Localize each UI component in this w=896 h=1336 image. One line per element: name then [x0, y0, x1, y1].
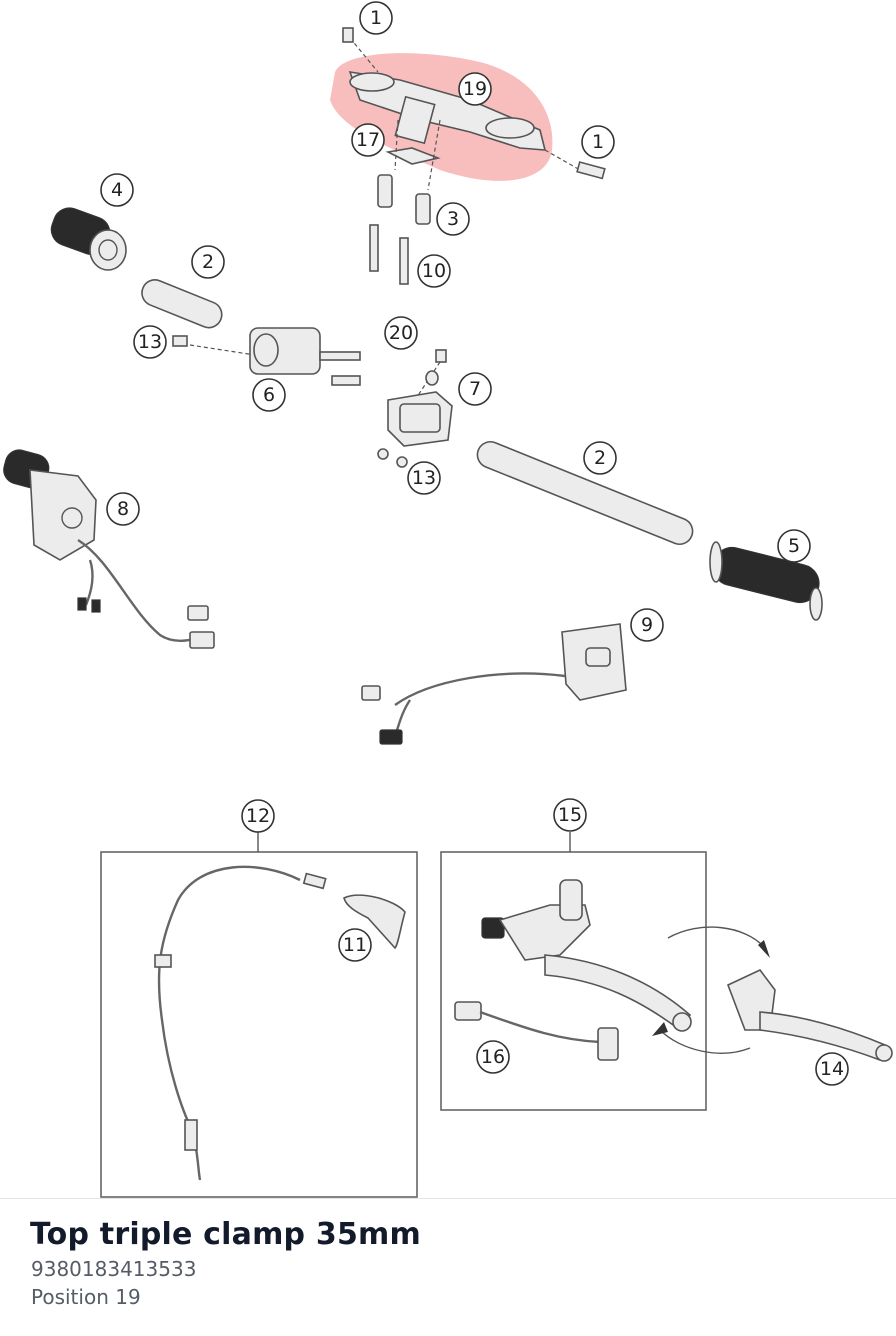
svg-text:14: 14 — [820, 1058, 844, 1080]
callout-6[interactable]: 6 — [252, 378, 286, 412]
bolt-10a — [369, 224, 379, 272]
svg-text:5: 5 — [788, 535, 800, 557]
part-position: Position 19 — [31, 1285, 141, 1309]
handlebar-2b — [476, 440, 694, 546]
svg-text:13: 13 — [412, 467, 436, 489]
svg-text:1: 1 — [592, 131, 604, 153]
svg-text:6: 6 — [263, 384, 275, 406]
box-15 — [440, 851, 707, 1111]
lever-14[interactable] — [726, 968, 893, 1062]
part-title: Top triple clamp 35mm — [30, 1217, 421, 1252]
callout-17[interactable]: 17 — [351, 123, 385, 157]
switch-16[interactable] — [454, 1001, 619, 1061]
bolt-10b — [399, 237, 409, 285]
callout-15[interactable]: 15 — [553, 798, 587, 832]
box-12 — [100, 851, 418, 1198]
callout-1a[interactable]: 1 — [359, 1, 393, 35]
nut-13b-b — [396, 456, 408, 468]
svg-text:10: 10 — [422, 260, 446, 282]
svg-text:7: 7 — [469, 378, 481, 400]
nut-13b-a — [377, 448, 389, 460]
cover-11[interactable] — [343, 894, 406, 950]
part-number: 9380183413533 — [31, 1257, 197, 1281]
plate-17 — [385, 147, 441, 165]
bar-end-2a — [141, 279, 223, 329]
svg-text:2: 2 — [594, 447, 606, 469]
callout-12[interactable]: 12 — [241, 799, 275, 833]
nut-13a — [172, 335, 188, 347]
svg-text:4: 4 — [111, 179, 123, 201]
callout-7[interactable]: 7 — [458, 372, 492, 406]
clamp-7[interactable] — [387, 391, 453, 447]
throttle-grip-4[interactable] — [47, 204, 127, 271]
callout-13b[interactable]: 13 — [407, 461, 441, 495]
triple-clamp-part[interactable] — [348, 37, 581, 171]
svg-text:17: 17 — [356, 129, 380, 151]
svg-text:11: 11 — [343, 934, 367, 956]
callout-2a[interactable]: 2 — [191, 245, 225, 279]
callout-5[interactable]: 5 — [777, 529, 811, 563]
clutch-lever-15[interactable] — [481, 879, 692, 1032]
callout-20[interactable]: 20 — [384, 316, 418, 350]
callout-1b[interactable]: 1 — [581, 125, 615, 159]
callout-10[interactable]: 10 — [417, 254, 451, 288]
grip-5[interactable] — [709, 541, 823, 621]
svg-text:15: 15 — [558, 804, 582, 826]
svg-text:19: 19 — [463, 78, 487, 100]
svg-text:9: 9 — [641, 614, 653, 636]
svg-text:3: 3 — [447, 208, 459, 230]
callout-16[interactable]: 16 — [476, 1040, 510, 1074]
svg-text:12: 12 — [246, 805, 270, 827]
svg-text:20: 20 — [389, 322, 413, 344]
callout-14[interactable]: 14 — [815, 1052, 849, 1086]
svg-text:8: 8 — [117, 498, 129, 520]
callout-19[interactable]: 19 — [458, 72, 492, 106]
arrow-upper — [667, 926, 766, 949]
bolt-1a — [342, 27, 354, 43]
callout-11[interactable]: 11 — [338, 928, 372, 962]
spacer-3b — [415, 193, 431, 225]
callout-9[interactable]: 9 — [630, 608, 664, 642]
arrow-lower — [659, 1029, 751, 1054]
svg-text:2: 2 — [202, 251, 214, 273]
parts-diagram: 1 19 17 1 4 3 2 10 13 20 7 6 2 13 8 5 9 … — [1, 1, 893, 1198]
svg-text:1: 1 — [370, 7, 382, 29]
spacer-3a — [377, 174, 393, 208]
bolt-1b — [576, 161, 606, 180]
svg-text:13: 13 — [138, 331, 162, 353]
svg-text:16: 16 — [481, 1046, 505, 1068]
left-switch-8[interactable] — [1, 447, 215, 649]
bolt-20 — [435, 349, 447, 363]
clamp-6[interactable] — [249, 327, 361, 386]
callout-3[interactable]: 3 — [436, 202, 470, 236]
part-info-panel: Top triple clamp 35mm 9380183413533 Posi… — [0, 1198, 896, 1336]
callout-13a[interactable]: 13 — [133, 325, 167, 359]
clutch-cable-12[interactable] — [154, 865, 327, 1181]
callout-8[interactable]: 8 — [106, 492, 140, 526]
callout-2b[interactable]: 2 — [583, 441, 617, 475]
callout-4[interactable]: 4 — [100, 173, 134, 207]
right-switch-9[interactable] — [361, 623, 627, 745]
